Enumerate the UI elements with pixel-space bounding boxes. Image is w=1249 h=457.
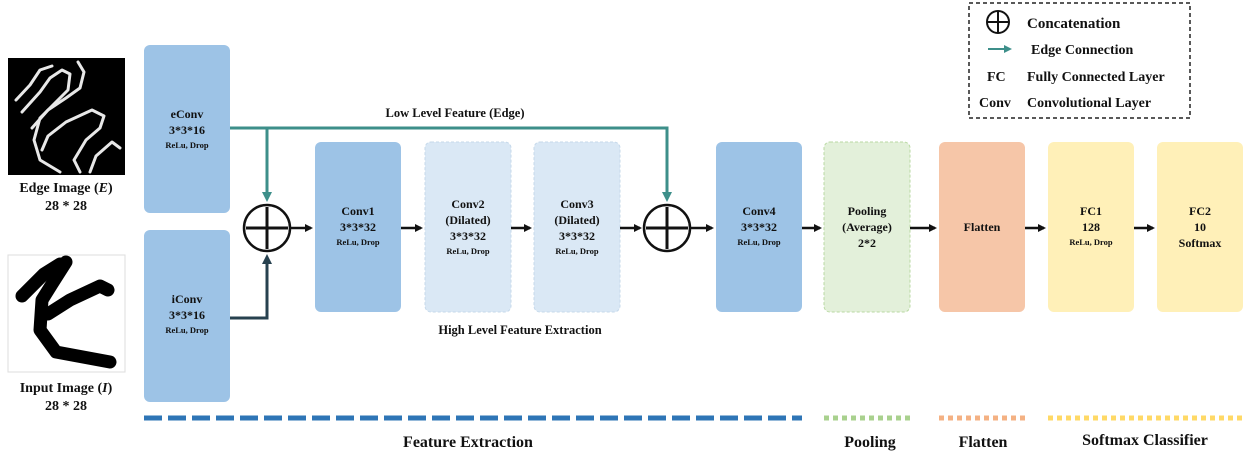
iconv-ops: ReLu, Drop xyxy=(165,325,209,335)
edge-connection-arrow xyxy=(230,126,672,202)
iconv-name: iConv xyxy=(172,292,203,306)
conv1-name: Conv1 xyxy=(341,204,374,218)
conv4-block: Conv4 3*3*32 ReLu, Drop xyxy=(716,142,802,312)
concat-node-2 xyxy=(642,203,692,253)
legend: Concatenation Edge Connection FC Fully C… xyxy=(968,2,1191,119)
edge-image-title: Edge Image (E) xyxy=(19,181,113,196)
legend-conv-label: Convolutional Layer xyxy=(1027,96,1151,111)
conv3-sub: (Dilated) xyxy=(554,213,599,227)
iconv-to-concat1-arrow xyxy=(230,254,272,320)
conv1-ops: ReLu, Drop xyxy=(336,237,380,247)
edge-image xyxy=(8,58,125,175)
conv1-dims: 3*3*32 xyxy=(340,220,376,234)
fc2-name: FC2 xyxy=(1189,204,1211,218)
fc1-name: FC1 xyxy=(1080,204,1102,218)
conv1-block: Conv1 3*3*32 ReLu, Drop xyxy=(315,142,401,312)
fc1-dims: 128 xyxy=(1082,220,1100,234)
iconv-block: iConv 3*3*16 ReLu, Drop xyxy=(144,230,230,402)
conv3-dims: 3*3*32 xyxy=(559,229,595,243)
conv4-name: Conv4 xyxy=(742,204,775,218)
low-level-feature-label: Low Level Feature (Edge) xyxy=(386,106,525,120)
pooling-name: Pooling xyxy=(848,204,887,218)
flatten-block: Flatten xyxy=(939,142,1025,312)
input-image-title: Input Image (I) xyxy=(20,381,113,396)
pooling-block: Pooling (Average) 2*2 xyxy=(823,141,911,313)
fc2-sub: Softmax xyxy=(1179,236,1222,250)
conv2-name: Conv2 xyxy=(451,197,484,211)
section-label-pooling: Pooling xyxy=(844,434,896,451)
econv-block: eConv 3*3*16 ReLu, Drop xyxy=(144,45,230,213)
legend-edge-label: Edge Connection xyxy=(1031,43,1134,58)
conv2-dims: 3*3*32 xyxy=(450,229,486,243)
conv2-block: Conv2 (Dilated) 3*3*32 ReLu, Drop xyxy=(424,141,512,313)
legend-concat-icon xyxy=(986,10,1010,34)
legend-concat-label: Concatenation xyxy=(1027,16,1121,32)
econv-ops: ReLu, Drop xyxy=(165,140,209,150)
conv3-block: Conv3 (Dilated) 3*3*32 ReLu, Drop xyxy=(533,141,621,313)
legend-conv-abbr: Conv xyxy=(979,96,1011,111)
section-label-flatten: Flatten xyxy=(959,434,1008,451)
conv4-ops: ReLu, Drop xyxy=(737,237,781,247)
conv2-sub: (Dilated) xyxy=(445,213,490,227)
concat-node-1 xyxy=(242,203,292,253)
section-label-feature-extraction: Feature Extraction xyxy=(403,434,533,451)
pooling-sub: (Average) xyxy=(842,220,892,234)
input-image-size: 28 * 28 xyxy=(45,399,87,414)
legend-fc-abbr: FC xyxy=(987,70,1006,85)
conv3-ops: ReLu, Drop xyxy=(555,246,599,256)
input-image xyxy=(7,254,126,373)
section-label-softmax: Softmax Classifier xyxy=(1082,432,1208,449)
fc2-dims: 10 xyxy=(1194,220,1206,234)
conv2-ops: ReLu, Drop xyxy=(446,246,490,256)
pooling-dims: 2*2 xyxy=(858,236,876,250)
flatten-name: Flatten xyxy=(964,220,1001,234)
fc2-block: FC2 10 Softmax xyxy=(1157,142,1243,312)
econv-name: eConv xyxy=(171,107,204,121)
iconv-dims: 3*3*16 xyxy=(169,308,205,322)
econv-dims: 3*3*16 xyxy=(169,123,205,137)
high-level-feature-label: High Level Feature Extraction xyxy=(438,323,601,337)
edge-image-size: 28 * 28 xyxy=(45,199,87,214)
fc1-block: FC1 128 ReLu, Drop xyxy=(1048,142,1134,312)
legend-fc-label: Fully Connected Layer xyxy=(1027,70,1165,85)
conv3-name: Conv3 xyxy=(560,197,593,211)
conv4-dims: 3*3*32 xyxy=(741,220,777,234)
fc1-ops: ReLu, Drop xyxy=(1069,237,1113,247)
